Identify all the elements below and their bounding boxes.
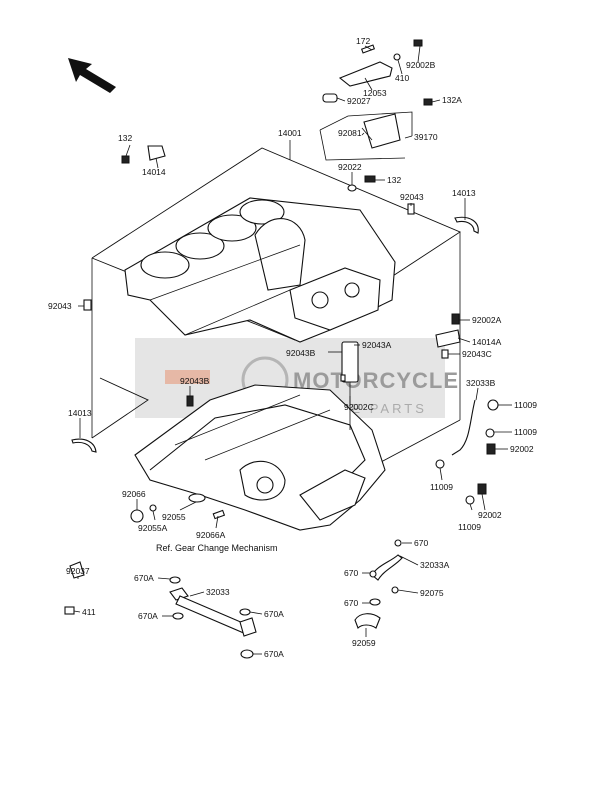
part-label: 14013 bbox=[452, 188, 476, 198]
part-label: 11009 bbox=[514, 400, 537, 410]
part-label: 14001 bbox=[278, 128, 302, 138]
part-label: 132A bbox=[442, 95, 462, 105]
bearing-insert-left-part bbox=[71, 438, 97, 453]
part-label: 92043B bbox=[286, 348, 316, 358]
part-label: 32033A bbox=[420, 560, 450, 570]
part-label: 92002 bbox=[510, 444, 534, 454]
part-label: 14014A bbox=[472, 337, 502, 347]
part-label: 14013 bbox=[68, 408, 92, 418]
part-label: 670 bbox=[414, 538, 428, 548]
part-label: 92055 bbox=[162, 512, 186, 522]
part-label: 670 bbox=[344, 568, 358, 578]
gear-change-reference-caption: Ref. Gear Change Mechanism bbox=[156, 543, 278, 553]
bearing-insert-right-part bbox=[454, 216, 479, 234]
part-label: 12053 bbox=[363, 88, 387, 98]
part-label: 92043C bbox=[462, 349, 492, 359]
oil-pipe-right-part bbox=[354, 539, 403, 629]
part-label: 11009 bbox=[458, 522, 481, 532]
upper-crankcase-part bbox=[124, 197, 396, 343]
part-label: 670 bbox=[344, 598, 358, 608]
part-label: 92002A bbox=[472, 315, 502, 325]
upper-right-small-parts bbox=[322, 39, 433, 215]
part-label: 11009 bbox=[514, 427, 537, 437]
part-label: 92043 bbox=[400, 192, 424, 202]
part-label: 92075 bbox=[420, 588, 444, 598]
part-label: 92037 bbox=[66, 566, 90, 576]
lower-crankcase-part bbox=[134, 384, 386, 531]
part-label: 92002B bbox=[406, 60, 436, 70]
part-label: 411 bbox=[82, 607, 96, 617]
part-label: 670A bbox=[138, 611, 158, 621]
right-middle-parts bbox=[340, 313, 499, 505]
part-label: 11009 bbox=[430, 482, 453, 492]
lower-left-small-parts bbox=[64, 493, 226, 615]
left-small-parts bbox=[83, 145, 194, 407]
part-label: 92059 bbox=[352, 638, 376, 648]
part-label: 92043 bbox=[48, 301, 72, 311]
part-label: 92066A bbox=[196, 530, 226, 540]
part-label: 92022 bbox=[338, 162, 362, 172]
part-label: 14014 bbox=[142, 167, 166, 177]
part-label: 32033B bbox=[466, 378, 496, 388]
part-label: 92043B bbox=[180, 376, 210, 386]
part-label: 410 bbox=[395, 73, 409, 83]
part-label: 39170 bbox=[414, 132, 438, 142]
part-label: 132 bbox=[387, 175, 401, 185]
part-label: 670A bbox=[264, 649, 284, 659]
part-label: 670A bbox=[134, 573, 154, 583]
part-label: 132 bbox=[118, 133, 132, 143]
part-label: 92002C bbox=[344, 402, 374, 412]
part-label: 172 bbox=[356, 36, 370, 46]
part-labels: 172 92002B 410 12053 92027 132A 92081 39… bbox=[48, 36, 537, 659]
part-label: 32033 bbox=[206, 587, 230, 597]
leader-lines bbox=[73, 45, 512, 655]
part-label: 92043A bbox=[362, 340, 392, 350]
part-label: 92002 bbox=[478, 510, 502, 520]
part-label: 92066 bbox=[122, 489, 146, 499]
part-label: 92027 bbox=[347, 96, 371, 106]
oil-pipe-lower-part bbox=[169, 576, 257, 659]
front-direction-arrow-icon bbox=[68, 58, 116, 93]
part-label: 670A bbox=[264, 609, 284, 619]
part-label: 92055A bbox=[138, 523, 168, 533]
part-label: 92081 bbox=[338, 128, 362, 138]
